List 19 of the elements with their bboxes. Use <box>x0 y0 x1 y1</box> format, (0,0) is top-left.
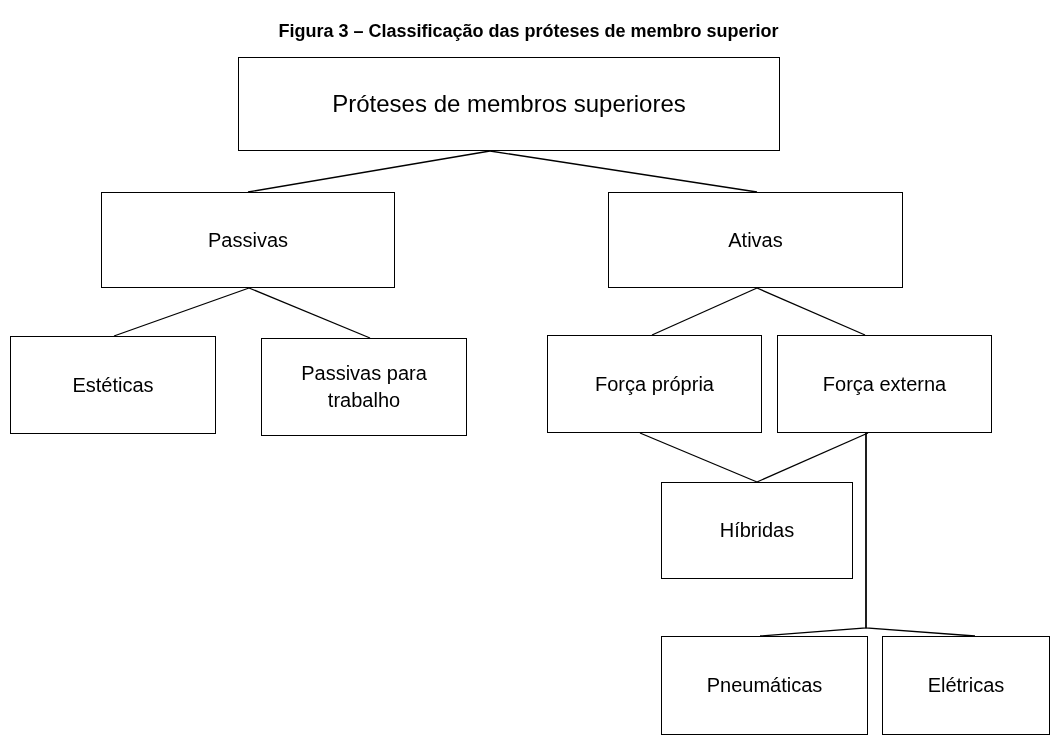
category-box: Elétricas <box>882 636 1050 735</box>
figure-title: Figura 3 – Classificação das próteses de membro superior <box>277 20 780 43</box>
category-box: Híbridas <box>661 482 853 579</box>
connector-line <box>639 432 758 483</box>
category-box: Passivas <box>101 192 395 288</box>
connector-line <box>113 287 250 337</box>
connector-line <box>248 287 371 339</box>
connector-line <box>756 432 869 483</box>
connector-line <box>489 150 758 193</box>
connector-line <box>756 287 866 336</box>
category-box: Passivas para trabalho <box>261 338 467 436</box>
category-box: Ativas <box>608 192 903 288</box>
category-box: Força externa <box>777 335 992 433</box>
connector-line <box>247 150 491 193</box>
category-box: Pneumáticas <box>661 636 868 735</box>
category-box: Força própria <box>547 335 762 433</box>
category-box: Estéticas <box>10 336 216 434</box>
connector-line <box>651 287 758 336</box>
category-box: Próteses de membros superiores <box>238 57 780 151</box>
